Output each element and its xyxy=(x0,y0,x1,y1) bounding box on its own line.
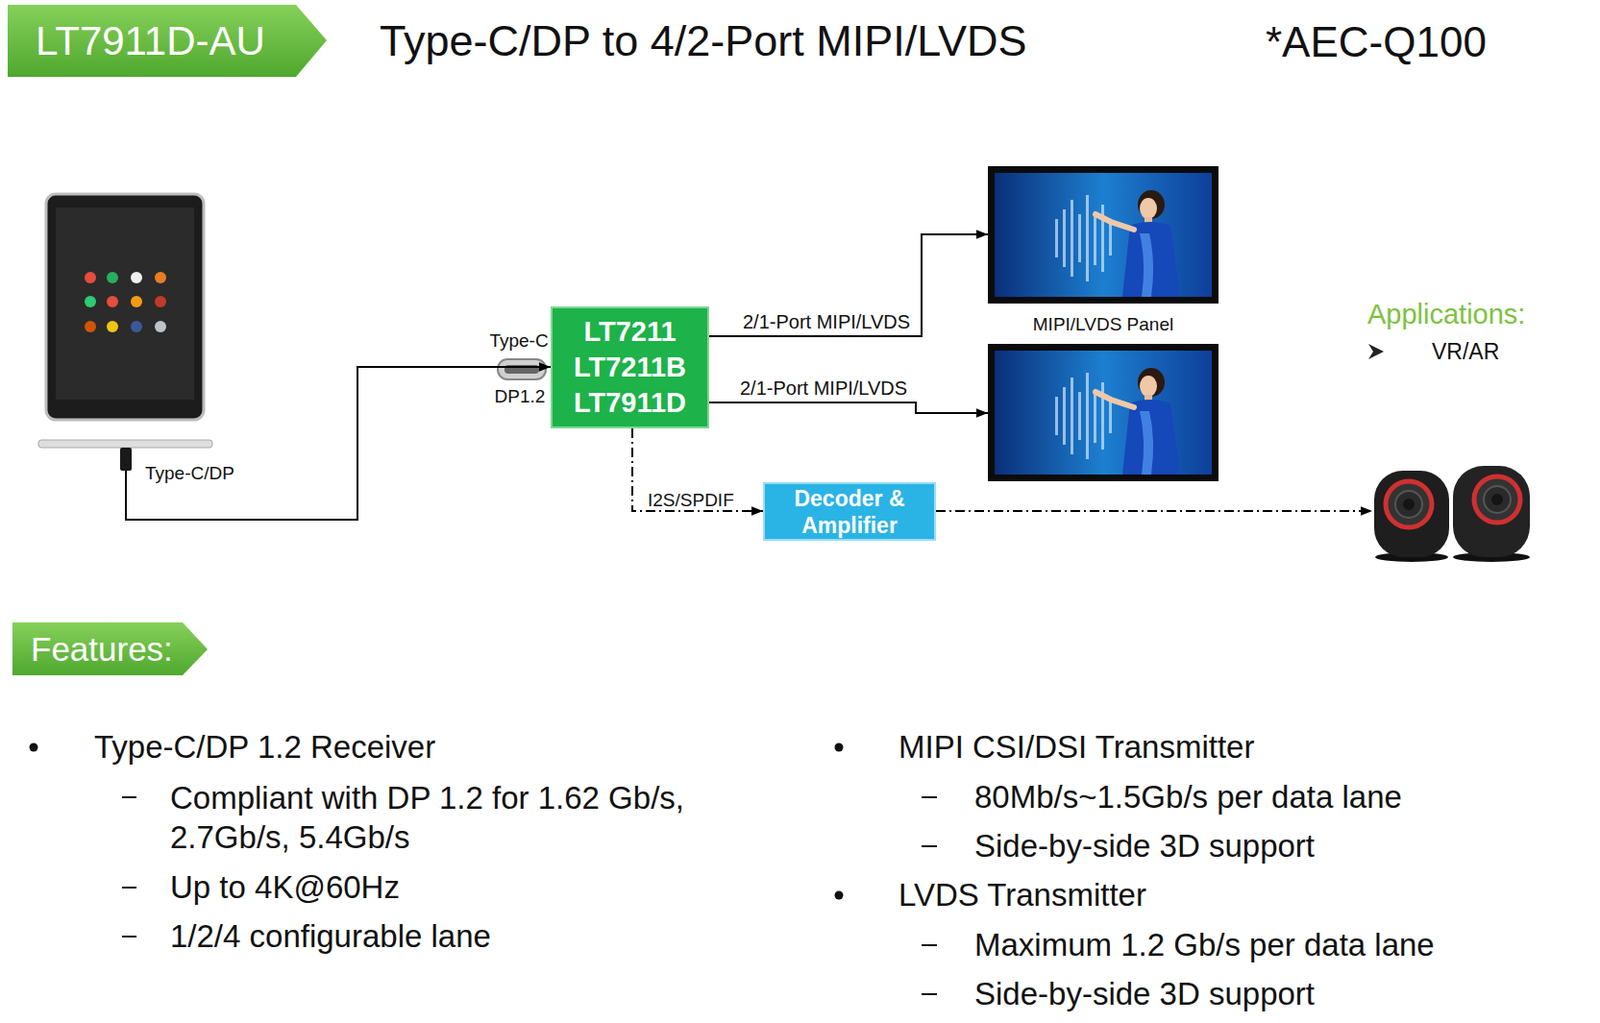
panel-illustration xyxy=(987,344,1219,482)
connector xyxy=(935,510,1373,513)
display-panel: MIPI/LVDS Panel xyxy=(987,166,1219,304)
list-bullets xyxy=(29,743,844,901)
section-heading: Applications: xyxy=(1367,297,1526,332)
display-panel xyxy=(987,344,1219,482)
part-number-tag: LT7911D-AU xyxy=(35,17,266,66)
arrow-bullet xyxy=(1368,344,1384,360)
connector-label: 2/1-Port MIPI/LVDS xyxy=(742,310,911,334)
diagram-title: Type-C/DP to 4/2-Port MIPI/LVDS xyxy=(379,15,1028,68)
feature-detail: 1/2/4 configurable lane xyxy=(170,917,492,957)
connector xyxy=(709,234,988,337)
node-text: Decoder & Amplifier xyxy=(764,485,935,540)
tablet-device xyxy=(38,192,214,471)
feature-detail: Maximum 1.2 Gb/s per data lane xyxy=(974,926,1435,965)
connector xyxy=(709,402,988,414)
app-icons xyxy=(84,271,167,333)
title-banner xyxy=(7,4,327,77)
feature-item: MIPI CSI/DSI Transmitter xyxy=(898,728,1255,767)
feature-detail: Compliant with DP 1.2 for 1.62 Gb/s, 2.7… xyxy=(170,778,747,858)
decoder-box: Decoder & Amplifier xyxy=(763,482,936,542)
chip-box: LT7211 LT7211B LT7911D xyxy=(550,306,710,429)
qualification-note: *AEC-Q100 xyxy=(1265,16,1487,68)
feature-detail: Side-by-side 3D support xyxy=(974,975,1315,1014)
connector xyxy=(632,428,764,512)
type-c-port-icon xyxy=(497,359,546,380)
connector xyxy=(125,367,551,520)
connector-label: Type-C/DP xyxy=(145,462,235,485)
tablet-screen xyxy=(55,207,195,400)
node-text: LT7211 LT7211B LT7911D xyxy=(552,314,708,421)
speaker-illustration xyxy=(1374,466,1530,563)
port-label: DP1.2 xyxy=(494,385,546,408)
feature-detail: Side-by-side 3D support xyxy=(974,827,1315,866)
section-heading: Features: xyxy=(30,629,173,670)
section-banner xyxy=(12,622,208,676)
application-item: VR/AR xyxy=(1431,338,1500,366)
connector-label: 2/1-Port MIPI/LVDS xyxy=(739,376,908,400)
feature-detail: Up to 4K@60Hz xyxy=(170,868,400,908)
cable-plug xyxy=(120,447,132,471)
tablet-illustration xyxy=(38,194,213,471)
feature-item: LVDS Transmitter xyxy=(898,876,1147,915)
port-label: Type-C xyxy=(489,329,548,352)
speaker-pair xyxy=(1372,464,1531,562)
feature-detail: 80Mb/s~1.5Gb/s per data lane xyxy=(974,778,1403,817)
panel-illustration xyxy=(987,166,1219,304)
connector-label: I2S/SPDIF xyxy=(647,489,735,512)
node-text: MIPI/LVDS Panel xyxy=(1033,313,1174,337)
list-dashes xyxy=(122,797,937,995)
tablet-side-view xyxy=(38,440,213,448)
feature-item: Type-C/DP 1.2 Receiver xyxy=(94,728,436,767)
tablet-body xyxy=(46,194,204,420)
